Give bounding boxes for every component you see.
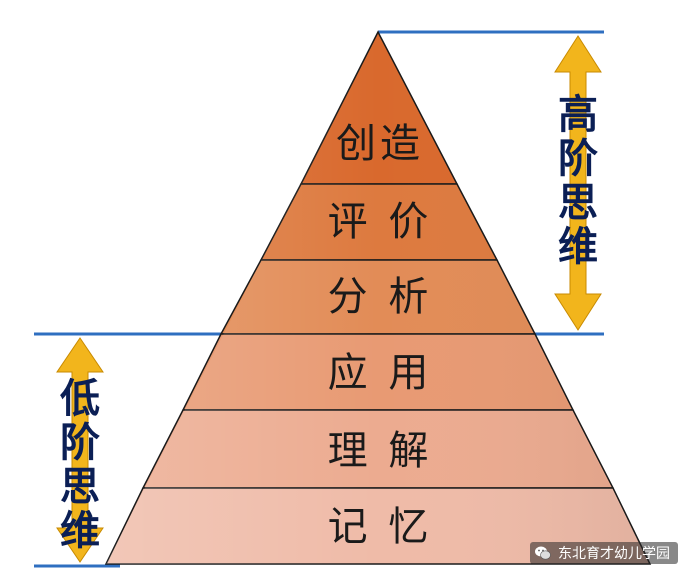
label-analyze: 分 析	[328, 274, 433, 320]
watermark-text: 东北育才幼儿学园	[558, 546, 670, 562]
pyramid-tiers	[104, 30, 652, 565]
higher-order-char-2: 阶	[558, 136, 598, 182]
pyramid-sheen	[106, 32, 650, 564]
label-evaluate: 评 价	[328, 199, 433, 245]
lower-order-char-4: 维	[60, 508, 100, 554]
lower-order-char-1: 低	[60, 376, 100, 422]
label-remember: 记 忆	[328, 504, 433, 550]
label-understand: 理 解	[328, 428, 433, 474]
lower-order-char-3: 思	[60, 464, 100, 510]
higher-order-char-1: 高	[558, 92, 598, 138]
higher-order-char-3: 思	[558, 180, 598, 226]
higher-order-char-4: 维	[558, 224, 598, 270]
lower-order-char-2: 阶	[60, 420, 100, 466]
wechat-icon	[535, 546, 551, 560]
watermark: 东北育才幼儿学园	[530, 542, 678, 564]
higher-order-double-arrow	[554, 35, 602, 331]
label-apply: 应 用	[328, 350, 433, 396]
lower-order-double-arrow	[56, 337, 104, 563]
label-create: 创造	[336, 121, 424, 167]
